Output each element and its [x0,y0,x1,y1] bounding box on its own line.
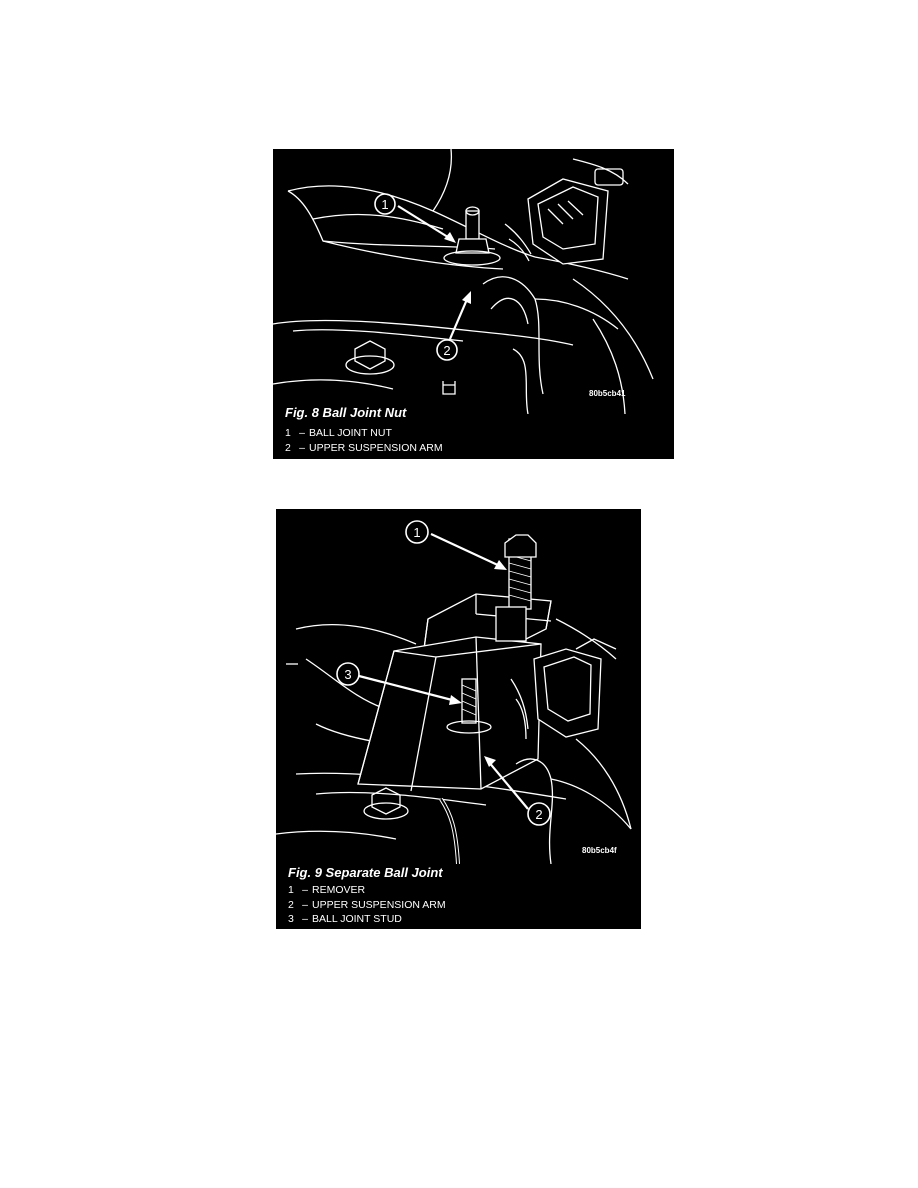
legend-label: UPPER SUSPENSION ARM [309,441,443,454]
ball-joint-nut-illustration: 1 2 [273,149,654,414]
figure-caption: Fig. 8 Ball Joint Nut [285,405,407,420]
figure-legend: 1–BALL JOINT NUT 2–UPPER SUSPENSION ARM [285,426,443,455]
legend-dash: – [302,898,308,911]
legend-item: 1–BALL JOINT NUT [285,426,443,441]
legend-label: BALL JOINT STUD [312,913,402,925]
legend-dash: – [299,441,305,454]
callout-1: 1 [381,197,388,212]
figure-legend: 1–REMOVER 2–UPPER SUSPENSION ARM 3–BALL … [288,883,446,927]
callout-1: 1 [413,525,420,540]
figure-caption: Fig. 9 Separate Ball Joint [288,865,443,880]
legend-item: 2–UPPER SUSPENSION ARM [288,898,446,913]
legend-label: REMOVER [312,884,366,896]
legend-number: 3 [288,913,294,925]
legend-label: UPPER SUSPENSION ARM [312,898,446,911]
legend-dash: – [302,884,308,896]
legend-label: BALL JOINT NUT [309,427,392,439]
legend-item: 1–REMOVER [288,883,446,898]
legend-number: 1 [288,884,294,896]
legend-dash: – [302,913,308,925]
figure-9: 1 3 2 80b5cb4f Fig. 9 Separate Ball Join… [276,509,641,929]
callout-2: 2 [443,343,450,358]
legend-dash: – [299,427,305,439]
figure-8: 1 2 80b5cb41 Fig. 8 Ball Joint Nut 1–BAL… [273,149,674,459]
legend-number: 1 [285,427,291,439]
image-code: 80b5cb41 [589,389,626,398]
separate-ball-joint-illustration: 1 3 2 [276,520,632,864]
legend-number: 2 [285,441,291,454]
legend-number: 2 [288,898,294,911]
callout-3: 3 [344,667,351,682]
image-code: 80b5cb4f [582,846,617,855]
callout-2: 2 [535,807,542,822]
legend-item: 2–UPPER SUSPENSION ARM [285,441,443,456]
legend-item: 3–BALL JOINT STUD [288,912,446,927]
